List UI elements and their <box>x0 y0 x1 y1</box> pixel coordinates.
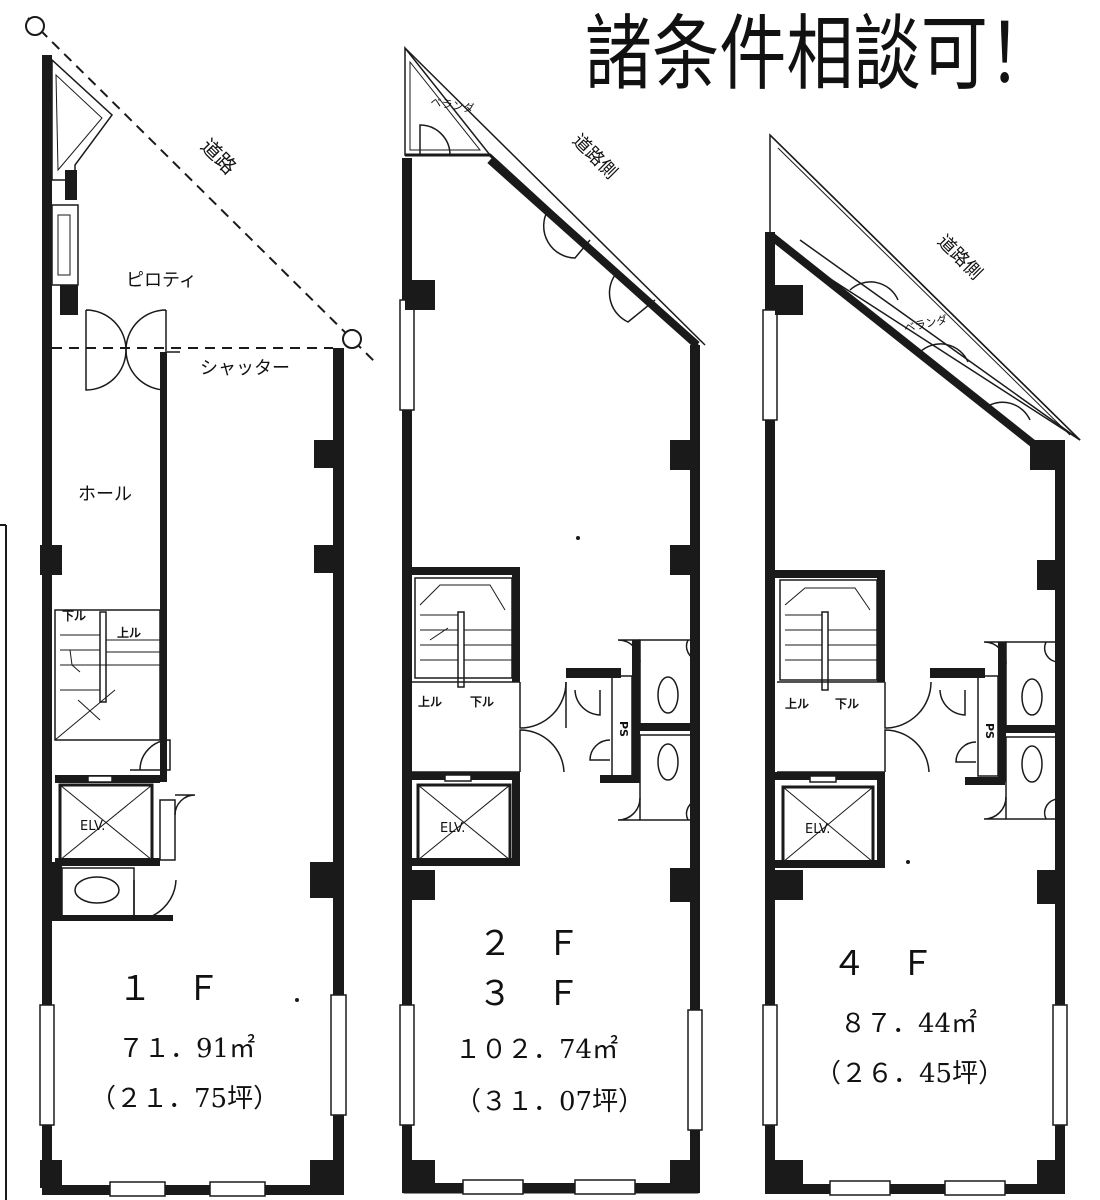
elevator-label-2f-3f: ELV. <box>440 821 465 836</box>
ps-label-2f-3f: PS <box>617 721 630 737</box>
road-line-1f <box>25 16 376 363</box>
area-tsubo-1f: （２１．75坪） <box>90 1084 279 1114</box>
area-sqm-2f-3f: １０２．74㎡ <box>455 1035 618 1065</box>
road-label-1f: 道路 <box>196 134 241 179</box>
area-sqm-4f: ８７．44㎡ <box>840 1009 977 1039</box>
stairs-up-label-2f-3f: 上ル <box>418 694 442 709</box>
shutter-label: シャッター <box>200 358 290 379</box>
road-side-label-2f-3f: 道路側 <box>568 130 621 183</box>
stairs-down-label-1f: 下ル <box>62 609 86 623</box>
stairs-down-label-4f: 下ル <box>835 697 859 711</box>
area-tsubo-4f: （２６．45坪） <box>815 1059 1004 1089</box>
floor-plan-1f: 道路 ピロティ シャッター ホール 下ル 上ル ELV. １ Ｆ ７１．91㎡ … <box>25 16 376 1197</box>
veranda-label-2f-3f: ベランダ <box>429 94 475 115</box>
stairs-up-label-1f: 上ル <box>117 625 141 640</box>
stairs-up-label-4f: 上ル <box>785 696 809 711</box>
area-tsubo-2f-3f: （３１．07坪） <box>455 1087 644 1117</box>
entrance-doors-1f <box>85 309 167 391</box>
elevator-label-4f: ELV. <box>805 822 830 837</box>
floor-plan-4f: 道路側 ベランダ 上ル 下ル PS ELV. ４ Ｆ ８７．44㎡ （２６．45… <box>762 133 1081 1196</box>
area-sqm-1f: ７１．91㎡ <box>118 1034 255 1064</box>
hall-label: ホール <box>78 484 132 505</box>
staircase-1f <box>54 609 161 741</box>
stairs-down-label-2f-3f: 下ル <box>470 695 494 709</box>
piloti-label: ピロティ <box>126 270 197 291</box>
floor-label-2f: ２ Ｆ <box>478 924 580 964</box>
floor-plan-2f-3f: ベランダ 道路側 上ル 下ル PS ELV. ２ Ｆ ３ Ｆ １０２．74㎡ （… <box>399 45 706 1195</box>
floor-label-4f: ４ Ｆ <box>832 944 934 984</box>
core-2f-3f <box>410 567 699 866</box>
headline-text: 諸条件相談可！ <box>585 7 1055 102</box>
floor-label-1f: １ Ｆ <box>118 969 220 1009</box>
road-side-label-4f: 道路側 <box>933 231 986 284</box>
core-4f <box>775 570 1059 868</box>
page-edge-frame <box>0 524 7 1200</box>
floor-label-3f: ３ Ｆ <box>478 974 580 1014</box>
elevator-1f <box>55 775 160 866</box>
elevator-label-1f: ELV. <box>80 819 105 834</box>
toilet-1f <box>48 862 177 921</box>
ps-label-4f: PS <box>983 723 996 739</box>
veranda-label-4f: ベランダ <box>903 312 949 335</box>
